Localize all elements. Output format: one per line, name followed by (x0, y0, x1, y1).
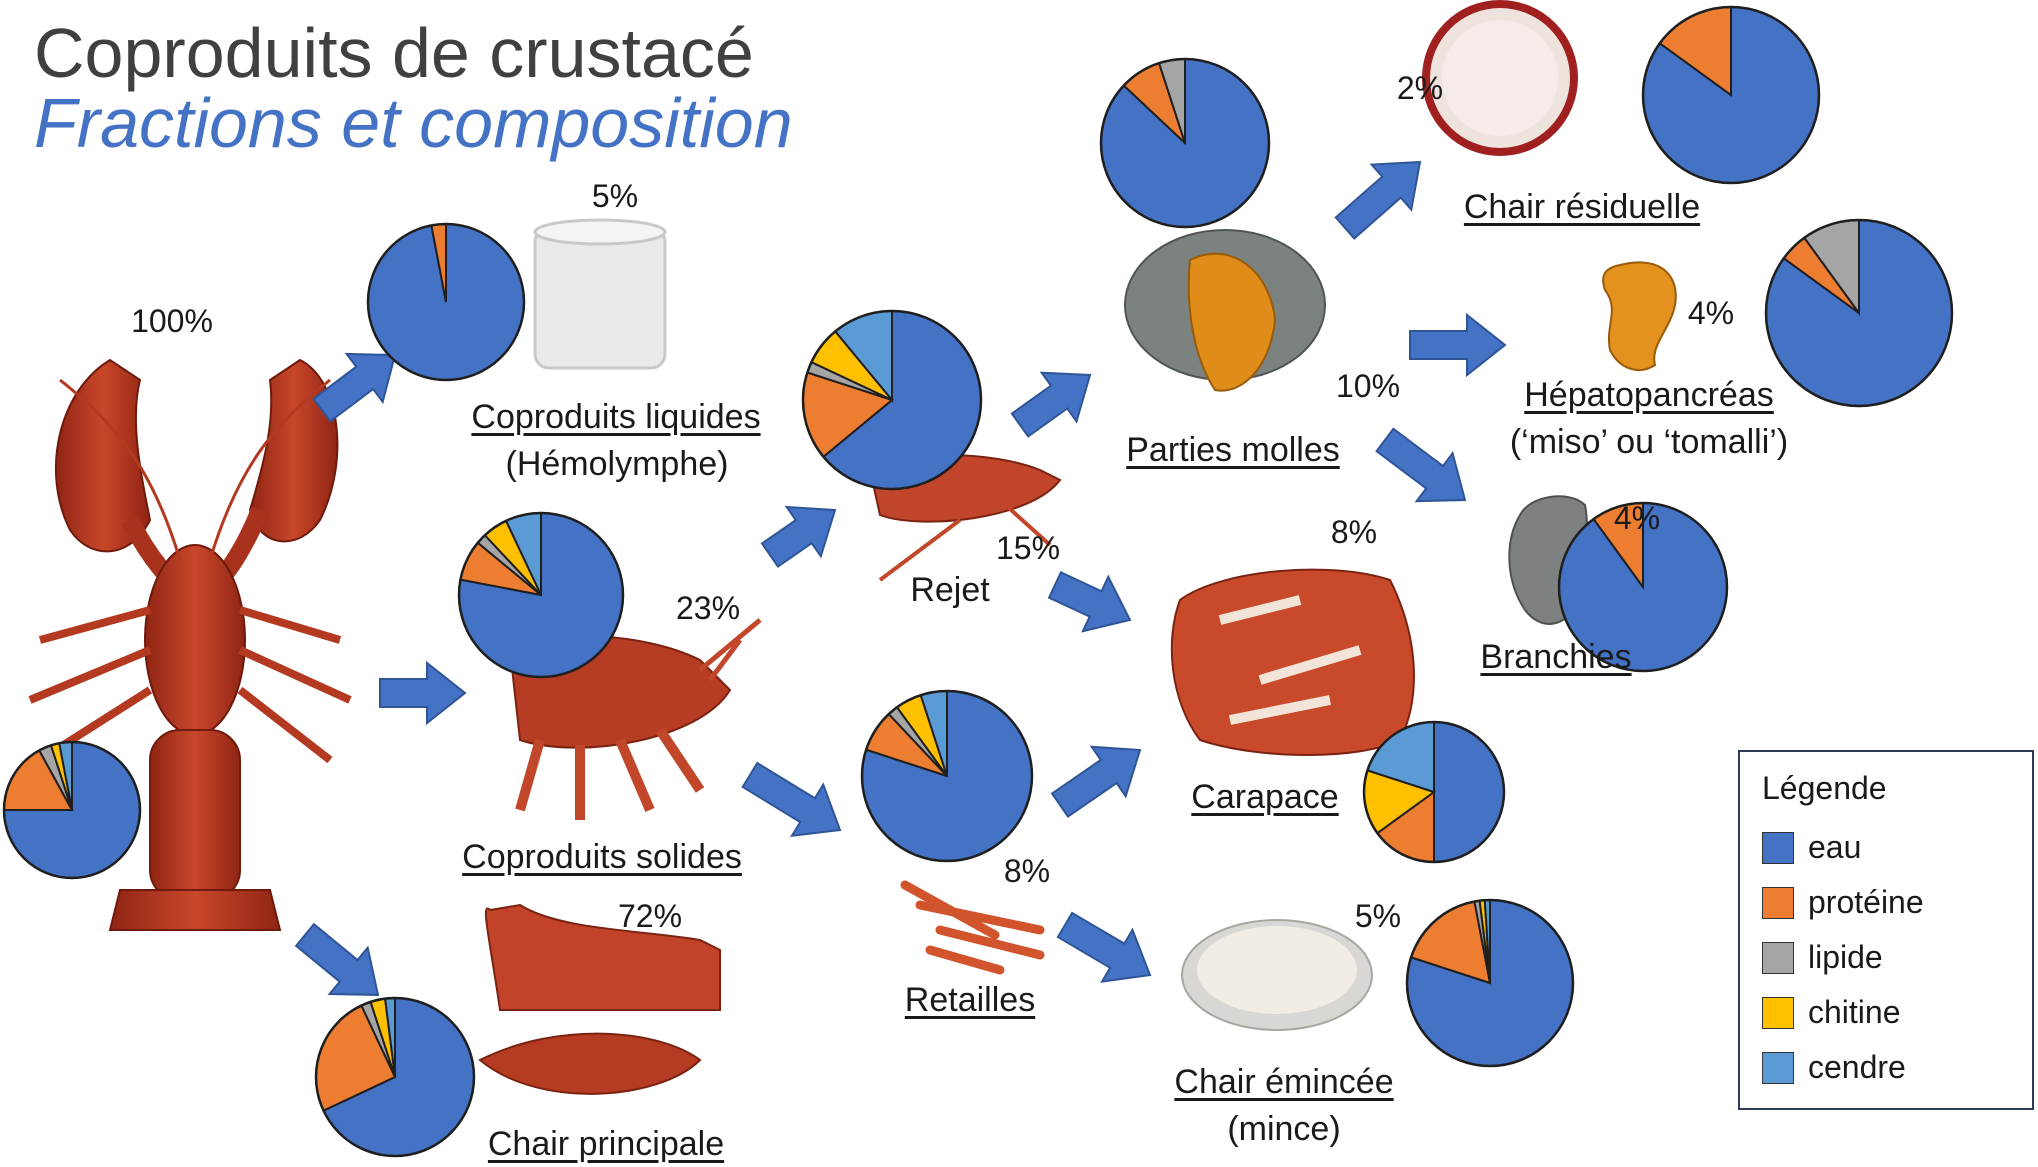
pie-parties-molles (1101, 59, 1269, 227)
flow-arrow-4 (762, 507, 835, 567)
hemolymph-jar-image (535, 220, 665, 368)
liquides-label: Coproduits liquides (471, 400, 760, 434)
flow-arrow-10 (1410, 315, 1505, 375)
emincee-percent: 5% (1355, 900, 1401, 932)
pie-homard (4, 742, 140, 878)
legend-label-chitine: chitine (1808, 994, 1901, 1031)
legend: Légende eau protéine lipide chitine cend… (1738, 750, 2034, 1110)
flow-arrow-11 (1377, 429, 1465, 501)
branchies-label: Branchies (1480, 640, 1631, 674)
retailles-label: Retailles (905, 983, 1035, 1017)
emincee-sublabel: (mince) (1227, 1112, 1340, 1146)
soft-parts-image (1125, 230, 1325, 391)
pie-coproduits-solides (459, 513, 623, 677)
liquides-percent: 5% (592, 180, 638, 212)
legend-label-cendre: cendre (1808, 1049, 1906, 1086)
carapace-pile-image (1172, 570, 1414, 755)
hepatopancreas-image (1603, 262, 1676, 370)
legend-swatch-eau (1762, 832, 1794, 864)
solides-percent: 23% (676, 592, 740, 624)
pie-hepatopancreas (1766, 220, 1952, 406)
rejet-label: Rejet (910, 573, 989, 607)
pie-chair-principale (316, 998, 474, 1156)
flow-arrow-2 (296, 924, 378, 995)
branchies-percent: 4% (1614, 502, 1660, 534)
legend-item-proteine: protéine (1762, 884, 2010, 921)
hepato-percent: 4% (1688, 297, 1734, 329)
retailles-percent: 8% (1004, 855, 1050, 887)
molles-percent: 10% (1336, 370, 1400, 402)
rejet-percent: 15% (996, 532, 1060, 564)
emincee-label: Chair émincée (1174, 1065, 1393, 1099)
pie-rejet (803, 311, 981, 489)
legend-swatch-proteine (1762, 887, 1794, 919)
legend-item-chitine: chitine (1762, 994, 2010, 1031)
carapace-percent: 8% (1331, 516, 1377, 548)
pie-coproduits-liquides (368, 224, 524, 380)
pie-chair-residuelle (1643, 7, 1819, 183)
pie-slice-carapace-0 (1434, 722, 1504, 862)
flow-arrow-1 (380, 663, 465, 723)
flow-arrow-3 (743, 763, 840, 836)
carapace-label: Carapace (1191, 780, 1338, 814)
molles-label: Parties molles (1126, 433, 1340, 467)
principale-percent: 72% (618, 900, 682, 932)
hepato-label: Hépatopancréas (1524, 378, 1774, 412)
legend-swatch-lipide (1762, 942, 1794, 974)
solides-label: Coproduits solides (462, 840, 742, 874)
legend-item-eau: eau (1762, 829, 2010, 866)
legend-item-cendre: cendre (1762, 1049, 2010, 1086)
legend-item-lipide: lipide (1762, 939, 2010, 976)
liquides-sublabel: (Hémolymphe) (506, 447, 729, 481)
flow-arrow-6 (1049, 572, 1130, 631)
hepato-sublabel: (‘miso’ ou ‘tomalli’) (1510, 425, 1788, 459)
pie-chair-emincee (1407, 900, 1573, 1066)
residuelle-label: Chair résiduelle (1464, 190, 1700, 224)
flow-arrow-9 (1336, 162, 1420, 239)
principale-label: Chair principale (488, 1127, 724, 1161)
legend-title: Légende (1762, 770, 2010, 807)
legend-label-proteine: protéine (1808, 884, 1924, 921)
flow-arrow-7 (1052, 747, 1140, 817)
pie-retailles (862, 691, 1032, 861)
pie-carapace (1364, 722, 1504, 862)
homard-percent: 100% (131, 305, 213, 337)
residuelle-percent: 2% (1397, 72, 1443, 104)
retailles-legs-image (905, 885, 1040, 970)
legend-swatch-cendre (1762, 1052, 1794, 1084)
lobster-tail-claw-image (480, 905, 720, 1094)
flow-arrow-5 (1012, 373, 1090, 437)
residual-meat-bowl-image (1422, 0, 1578, 156)
legend-label-lipide: lipide (1808, 939, 1883, 976)
minced-meat-image (1182, 920, 1372, 1030)
flow-arrow-8 (1058, 913, 1150, 982)
legend-label-eau: eau (1808, 829, 1861, 866)
legend-swatch-chitine (1762, 997, 1794, 1029)
